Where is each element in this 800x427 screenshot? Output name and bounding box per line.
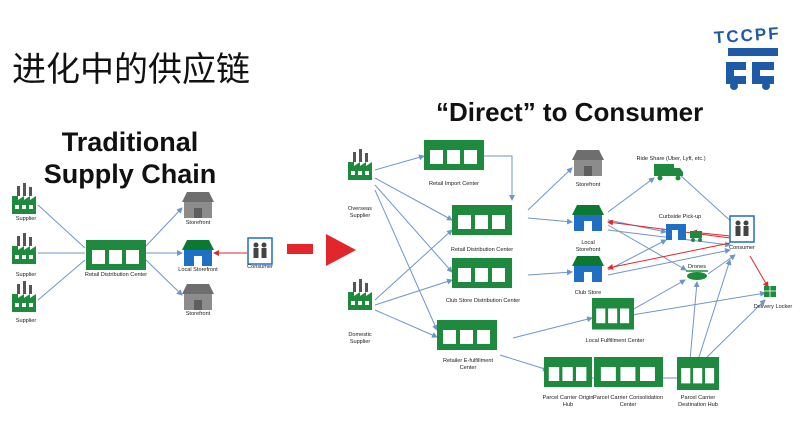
dtc-title: “Direct” to Consumer [436,97,704,127]
retailer-efulfillment-label: Retailer E-fulfillment Center [442,358,494,371]
traditional-connectors [37,204,183,301]
parcel-destination-label: Parcel Carrier Destination Hub [678,395,718,408]
page-title: 进化中的供应链 [12,50,250,90]
domestic-supplier-label: Domestic Supplier [348,332,372,345]
dtc-local-storefront-icon [572,205,604,231]
parcel-consolidation-icon [594,357,663,387]
traditional-storefront-top-icon [182,192,214,218]
traditional-retail-dc-icon [86,240,146,270]
supplier-2-factory-icon [12,233,36,264]
retail-import-center-label: Retail Import Center [428,181,480,187]
traditional-retail-dc-label: Retail Distribution Center [84,272,148,278]
curbside-pickup-icon [666,224,702,242]
ride-share-truck-icon [654,164,683,181]
parcel-destination-icon [677,357,719,390]
domestic-supplier-factory-icon [348,279,372,310]
local-fulfillment-label: Local Fulfillment Center [585,338,645,344]
traditional-consumer-label: Consumer [247,264,273,270]
ride-share-label: Ride Share (Uber, Lyft, etc.) [636,156,706,162]
transition-arrow-bar [287,244,313,254]
club-store-dc-label: Club Store Distribution Center [445,298,521,304]
tccpf-logo [726,48,778,90]
traditional-title-line1: Traditional [61,127,199,157]
drones-icon [686,270,708,280]
dtc-local-storefront-label: Local Storefront [575,240,601,253]
supplier-1-label: Supplier [15,216,37,222]
traditional-title: Traditional Supply Chain [30,126,230,190]
traditional-local-storefront-icon [182,240,214,266]
dtc-consumer-label: Consumer [729,245,755,251]
overseas-supplier-factory-icon [348,149,372,180]
traditional-local-storefront-label: Local Storefront [178,267,218,273]
delivery-locker-icon [764,286,776,297]
parcel-consolidation-label: Parcel Carrier Consolidation Center [593,395,663,408]
traditional-storefront-bottom-label: Storefront [185,311,211,317]
dtc-blue-connectors [374,154,766,379]
transition-arrow-icon [326,234,356,266]
club-store-dc-icon [452,258,512,288]
retail-dc-icon [452,205,512,235]
club-store-label: Club Store [574,290,602,296]
parcel-origin-icon [544,357,592,387]
dtc-consumer-icon [729,215,755,243]
overseas-supplier-label: Overseas Supplier [348,206,372,219]
curbside-label: Curbside Pick-up [658,214,702,220]
dtc-storefront-icon [572,150,604,176]
traditional-storefront-bottom-icon [182,284,214,310]
retail-import-center-icon [424,140,484,170]
drones-label: Drones [687,264,707,270]
dtc-storefront-label: Storefront [575,182,601,188]
supplier-2-label: Supplier [15,272,37,278]
parcel-origin-label: Parcel Carrier Origin Hub [542,395,594,408]
delivery-locker-label: Delivery Locker [753,304,793,310]
local-fulfillment-icon [592,298,634,330]
supplier-3-label: Supplier [15,318,37,324]
traditional-title-line2: Supply Chain [43,159,217,189]
traditional-consumer-icon [247,237,273,265]
retailer-efulfillment-icon [437,320,497,350]
supplier-3-factory-icon [12,281,36,312]
club-store-icon [572,256,604,282]
truck-logo-icon [726,48,778,90]
supplier-1-factory-icon [12,183,36,214]
traditional-storefront-top-label: Storefront [185,220,211,226]
retail-dc-label: Retail Distribution Center [450,247,514,253]
